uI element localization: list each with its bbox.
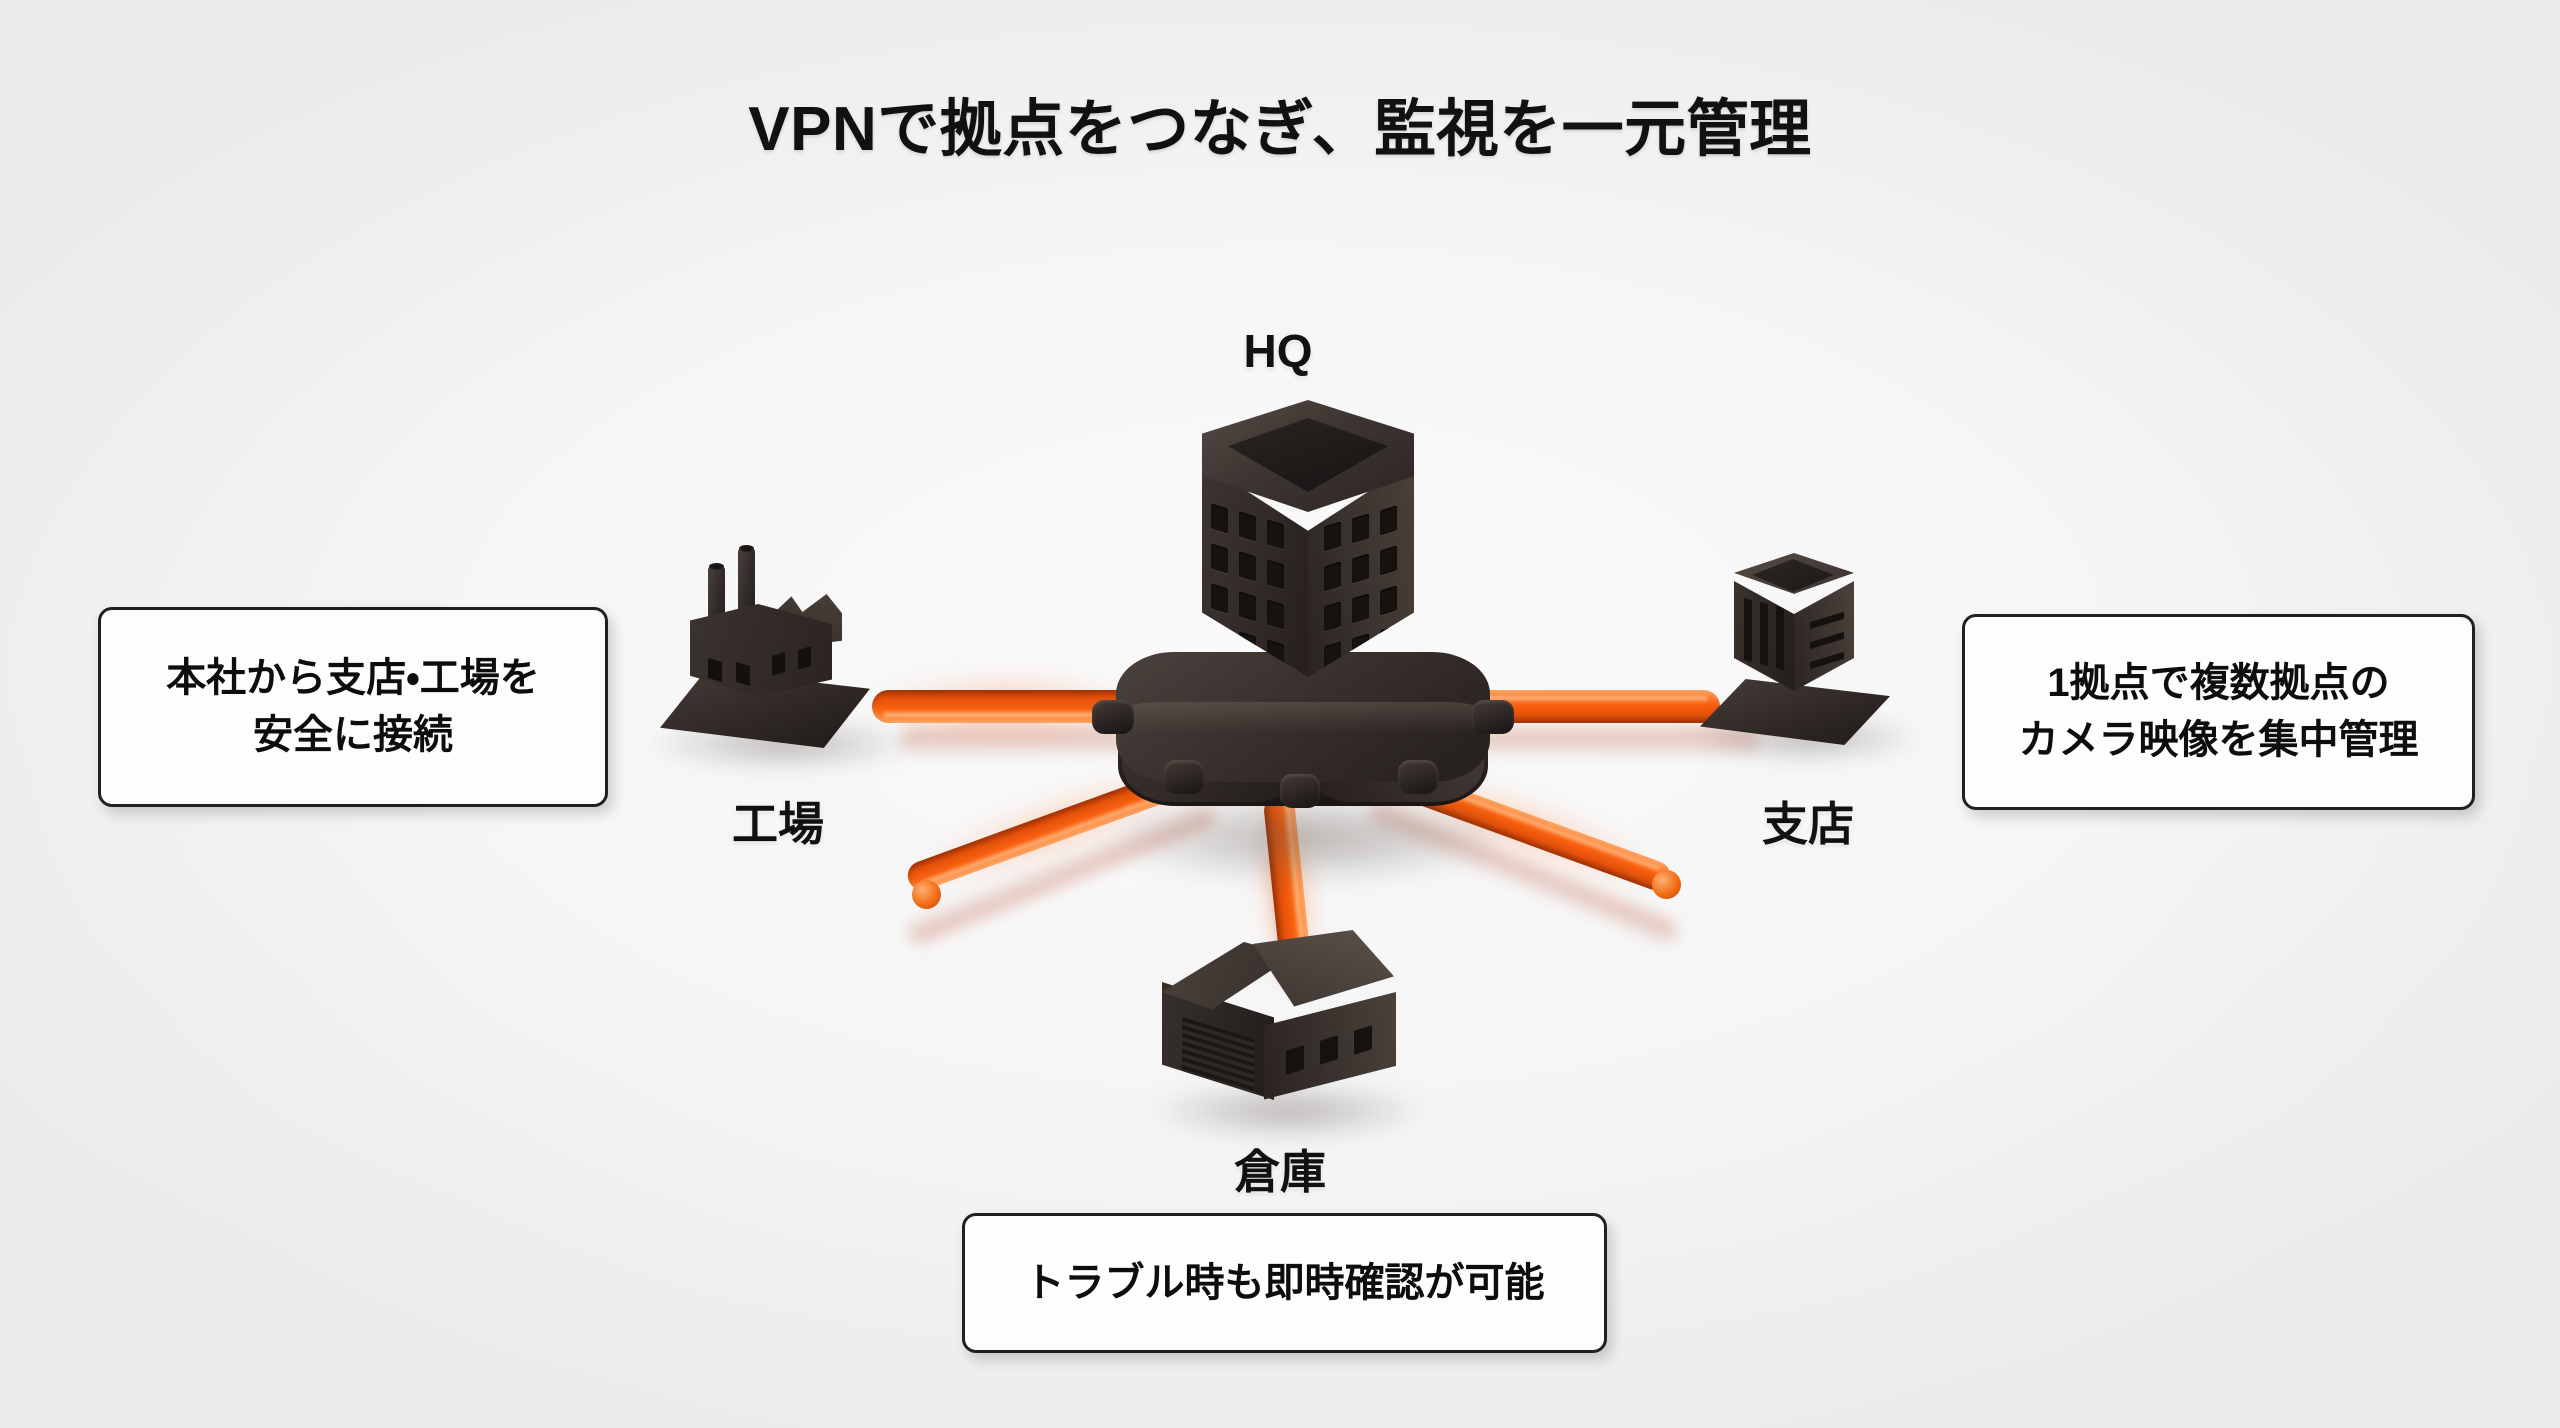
page-title: VPNで拠点をつなぎ、監視を一元管理	[748, 95, 1812, 164]
callout-left-line2: 安全に接続	[252, 713, 453, 757]
node-label-factory: 工場	[732, 798, 824, 850]
callout-left: 本社から支店・工場を 安全に接続	[98, 607, 608, 807]
node-label-branch: 支店	[1762, 798, 1854, 850]
callout-right: 1拠点で複数拠点の カメラ映像を集中管理	[1962, 614, 2475, 810]
callout-bottom: トラブル時も即時確認が可能	[962, 1213, 1607, 1353]
callout-right-line1: 1拠点で複数拠点の	[2047, 661, 2390, 706]
callout-left-line1: 本社から支店・工場を	[166, 656, 540, 701]
node-label-warehouse: 倉庫	[1234, 1146, 1326, 1198]
callout-bottom-line1: トラブル時も即時確認が可能	[1024, 1260, 1545, 1305]
node-label-hq: HQ	[1243, 325, 1313, 377]
callout-right-line2: カメラ映像を集中管理	[2018, 718, 2419, 762]
